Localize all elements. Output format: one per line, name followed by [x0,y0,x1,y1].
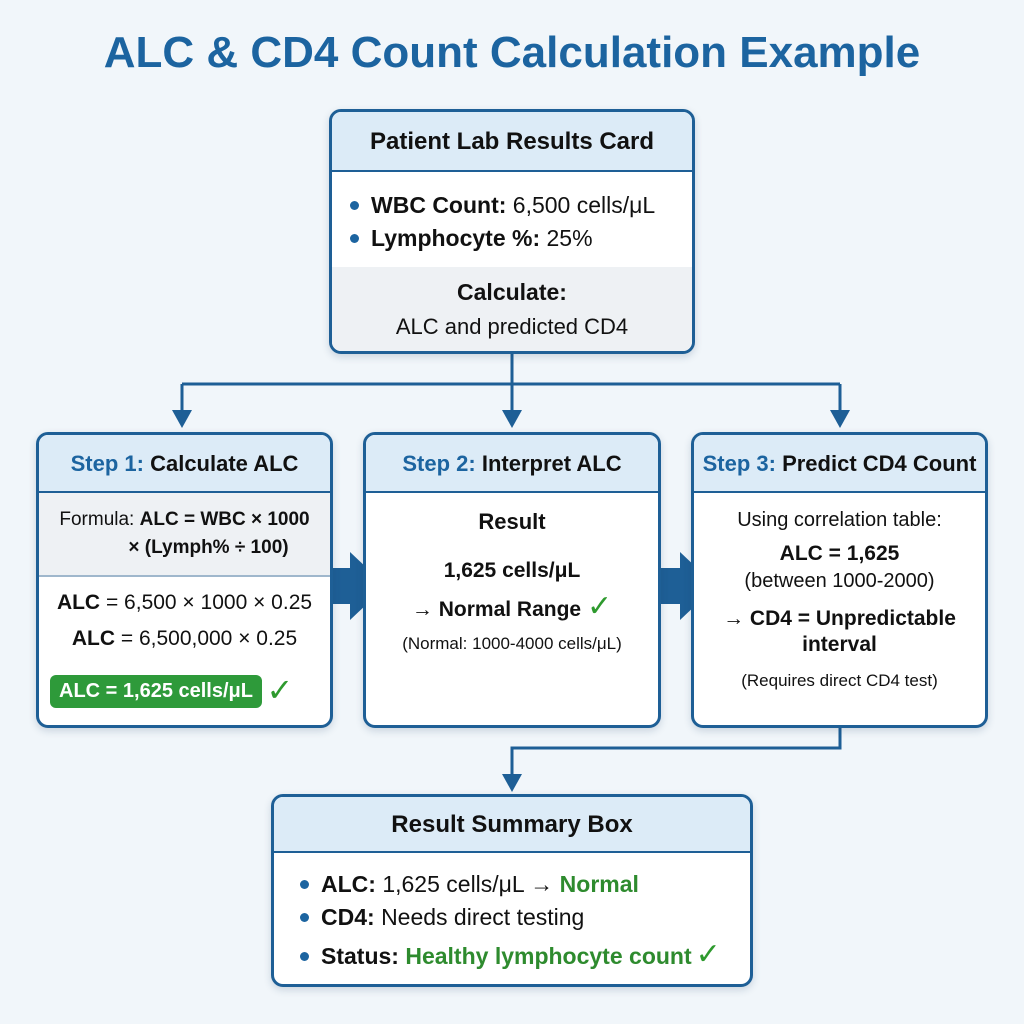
step3-title: Predict CD4 Count [782,451,977,476]
step3-requires: (Requires direct CD4 test) [741,671,938,690]
arrow-step2-to-step3 [648,552,716,620]
bullet-icon [300,880,309,889]
summary-title: Result Summary Box [391,811,633,838]
lab-results-card: Patient Lab Results Card WBC Count: 6,50… [329,109,695,354]
lymph-value: 25% [546,225,593,251]
summary-status-row: Status: Healthy lymphocyte count ✓ [300,937,750,972]
step2-range: → Normal Range [411,598,582,621]
step3-cd4-line2: interval [802,633,877,656]
step1-number: Step 1: [70,451,144,476]
step3-alc-value: ALC = 1,625 [779,542,900,565]
step2-value: 1,625 cells/μL [443,559,581,582]
summary-status-value: Healthy lymphocyte count [405,943,692,969]
wbc-row: WBC Count: 6,500 cells/μL [350,192,692,219]
bullet-icon [350,201,359,210]
step1-formula: Formula: ALC = WBC × 1000 × (Lymph% ÷ 10… [39,493,330,575]
arrow-step1-to-step2 [318,552,386,620]
checkmark-icon: ✓ [695,938,721,971]
step1-title: Calculate ALC [150,451,299,476]
step3-box: Step 3: Predict CD4 Count Using correlat… [691,432,988,728]
checkmark-icon: ✓ [586,590,613,623]
bullet-icon [350,234,359,243]
step3-number: Step 3: [702,451,776,476]
calculate-text: ALC and predicted CD4 [395,314,629,339]
step2-box: Step 2: Interpret ALC Result 1,625 cells… [363,432,661,728]
summary-alc-label: ALC: [321,871,376,897]
summary-cd4-value: Needs direct testing [381,904,585,930]
checkmark-icon: ✓ [266,672,294,708]
lab-card-title: Patient Lab Results Card [369,128,655,155]
calc-line1-text: = 6,500 × 1000 × 0.25 [105,591,313,614]
summary-cd4-row: CD4: Needs direct testing [300,904,750,931]
summary-header: Result Summary Box [274,797,750,853]
lymph-label: Lymphocyte %: [371,225,541,251]
summary-cd4-label: CD4: [321,904,375,930]
step2-title: Interpret ALC Result [478,451,622,534]
arrowhead-step3 [830,410,850,428]
alc-result-badge: ALC = 1,625 cells/μL [50,675,262,708]
formula-prefix: Formula: [59,509,135,530]
alc-label: ALC [71,627,115,650]
wbc-value: 6,500 cells/μL [512,192,656,218]
calc-line2-text: = 6,500,000 × 0.25 [120,627,298,650]
step3-using: Using correlation table: [737,509,942,531]
step2-number: Step 2: [402,451,476,476]
calculate-label: Calculate: [457,279,567,305]
arrowhead-step2 [502,410,522,428]
wbc-label: WBC Count: [371,192,507,218]
page-title: ALC & CD4 Count Calculation Example [103,28,921,77]
step1-result-row: ALC = 1,625 cells/μL ✓ [50,671,293,709]
step2-normal-note: (Normal: 1000-4000 cells/μL) [402,634,622,653]
bullet-icon [300,952,309,961]
summary-alc-status: Normal [559,871,639,897]
step3-cd4-line1: → CD4 = Unpredictable [723,607,956,630]
calc-line2: ALC = 6,500,000 × 0.25 [39,627,330,651]
calc-line1: ALC = 6,500 × 1000 × 0.25 [39,591,330,615]
step1-box: Step 1: Calculate ALC Formula: ALC = WBC… [36,432,333,728]
bullet-icon [300,913,309,922]
arrowhead-summary [502,774,522,792]
step2-range-row: → Normal Range ✓ [366,589,658,624]
summary-alc-value: 1,625 cells/μL → [382,871,554,897]
step2-header: Step 2: Interpret ALC Result [366,435,658,534]
step1-header: Step 1: Calculate ALC [39,435,330,493]
alc-label: ALC [56,591,101,614]
lab-card-header: Patient Lab Results Card [332,112,692,172]
arrowhead-step1 [172,410,192,428]
result-summary-box: Result Summary Box ALC: 1,625 cells/μL →… [271,794,753,987]
step3-header: Step 3: Predict CD4 Count [694,435,985,493]
summary-status-label: Status: [321,943,399,969]
calculate-section: Calculate: ALC and predicted CD4 [332,267,692,351]
formula-line2: × (Lymph% ÷ 100) [128,537,289,558]
lymph-row: Lymphocyte %: 25% [350,225,692,252]
summary-alc-row: ALC: 1,625 cells/μL → Normal [300,871,750,898]
connector-step3-down [510,728,842,778]
formula-line1: ALC = WBC × 1000 [139,509,310,530]
step3-between: (between 1000-2000) [744,570,935,592]
